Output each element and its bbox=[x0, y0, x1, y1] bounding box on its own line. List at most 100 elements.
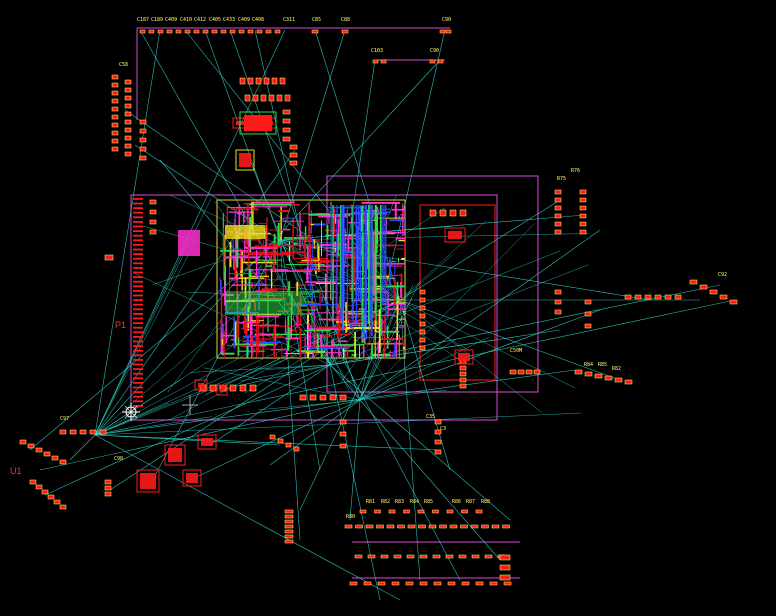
component-pad bbox=[579, 189, 587, 195]
component-pad bbox=[256, 29, 263, 34]
origin-crosshair-icon[interactable] bbox=[122, 403, 140, 421]
label-r85b: R85 bbox=[424, 499, 433, 505]
edge-connector-pin bbox=[133, 211, 143, 214]
component-pad bbox=[124, 79, 132, 85]
edge-connector-pin bbox=[133, 262, 143, 265]
label-c412: C412 bbox=[194, 17, 206, 23]
component-pad bbox=[470, 524, 479, 529]
component-pad bbox=[111, 98, 119, 104]
label-c3: C3 bbox=[440, 426, 446, 432]
component-pad bbox=[499, 574, 511, 581]
label-c88: C88 bbox=[341, 17, 350, 23]
component-pad bbox=[579, 221, 587, 227]
component-pad bbox=[29, 479, 37, 485]
label-c90b: C90 bbox=[430, 48, 439, 54]
component-pad bbox=[419, 345, 426, 351]
component-pad bbox=[419, 321, 426, 327]
component-pad bbox=[339, 419, 347, 425]
ratsnest-line bbox=[359, 229, 601, 401]
component-pad bbox=[432, 509, 439, 514]
ic-outline bbox=[235, 149, 255, 171]
edge-connector-pin bbox=[133, 267, 143, 269]
component-pad bbox=[406, 554, 415, 559]
component-pad bbox=[139, 29, 146, 34]
component-pad bbox=[35, 484, 43, 490]
component-pad bbox=[79, 429, 87, 435]
component-pad bbox=[202, 29, 209, 34]
label-r80: R80 bbox=[346, 514, 355, 520]
component-pad bbox=[229, 29, 236, 34]
component-pad bbox=[111, 90, 119, 96]
component-pad bbox=[380, 554, 389, 559]
component-pad bbox=[111, 138, 119, 144]
component-pad bbox=[445, 554, 454, 559]
component-pad bbox=[285, 442, 292, 448]
routed-traces bbox=[178, 201, 406, 358]
component-pad bbox=[419, 329, 426, 335]
component-pad bbox=[419, 554, 428, 559]
label-c433: C433 bbox=[223, 17, 235, 23]
component-pad bbox=[124, 151, 132, 157]
ratsnest-line bbox=[94, 299, 736, 436]
component-pad bbox=[458, 554, 467, 559]
component-pad bbox=[311, 29, 319, 34]
component-pad bbox=[319, 394, 327, 401]
ratsnest-line bbox=[359, 223, 535, 401]
component-pad bbox=[19, 439, 27, 445]
component-pads[interactable] bbox=[19, 29, 738, 586]
ratsnest-line bbox=[329, 318, 366, 366]
component-pad bbox=[391, 581, 400, 586]
label-c35: C35 bbox=[426, 414, 435, 420]
ratsnest-line bbox=[94, 29, 161, 436]
edge-connector-pin bbox=[133, 382, 143, 384]
component-pad bbox=[293, 446, 300, 452]
component-pad bbox=[386, 524, 395, 529]
ratsnest-line bbox=[254, 29, 331, 366]
edge-connector-pin bbox=[133, 400, 143, 403]
copper-pour bbox=[225, 225, 265, 239]
ratsnest-line bbox=[359, 337, 489, 401]
component-pad bbox=[184, 29, 191, 34]
component-pad bbox=[157, 29, 164, 34]
label-c58: C58 bbox=[119, 62, 128, 68]
ratsnest-line bbox=[329, 339, 495, 366]
component-pad bbox=[417, 509, 425, 514]
ratsnest-line bbox=[299, 299, 401, 511]
component-pad bbox=[186, 473, 198, 483]
component-body bbox=[194, 379, 208, 391]
component-pad bbox=[269, 434, 276, 440]
component-pad bbox=[584, 299, 592, 305]
label-c189: C189 bbox=[151, 17, 163, 23]
ratsnest-line bbox=[329, 364, 381, 601]
ratsnest-line bbox=[399, 299, 421, 581]
component-pad bbox=[579, 229, 587, 235]
ratsnest-line bbox=[359, 399, 501, 561]
component-pad bbox=[433, 581, 442, 586]
edge-connector-pin bbox=[133, 294, 143, 297]
ratsnest-line bbox=[94, 434, 441, 451]
component-body bbox=[136, 469, 160, 493]
component-pad bbox=[644, 294, 652, 300]
component-pad bbox=[367, 554, 376, 559]
component-pad bbox=[289, 160, 298, 166]
component-pad bbox=[139, 155, 147, 161]
component-pad bbox=[397, 524, 405, 529]
component-pad bbox=[284, 539, 294, 544]
edge-connector-pin bbox=[133, 299, 143, 301]
ratsnest-line bbox=[94, 416, 212, 436]
component-pad bbox=[282, 136, 291, 142]
component-pad bbox=[419, 313, 426, 319]
edge-connector-pin bbox=[133, 391, 143, 393]
edge-connector[interactable] bbox=[133, 198, 143, 407]
edge-connector-pin bbox=[133, 225, 143, 228]
ic-body bbox=[244, 115, 272, 131]
edge-connector-pin bbox=[133, 248, 143, 251]
component-pad bbox=[554, 189, 562, 195]
component-pad bbox=[554, 309, 562, 315]
ratsnest-line bbox=[399, 299, 621, 381]
component-pad bbox=[124, 135, 132, 141]
ratsnest-line bbox=[279, 239, 301, 541]
label-r84b: R84 bbox=[410, 499, 419, 505]
edge-connector-pin bbox=[133, 290, 143, 292]
